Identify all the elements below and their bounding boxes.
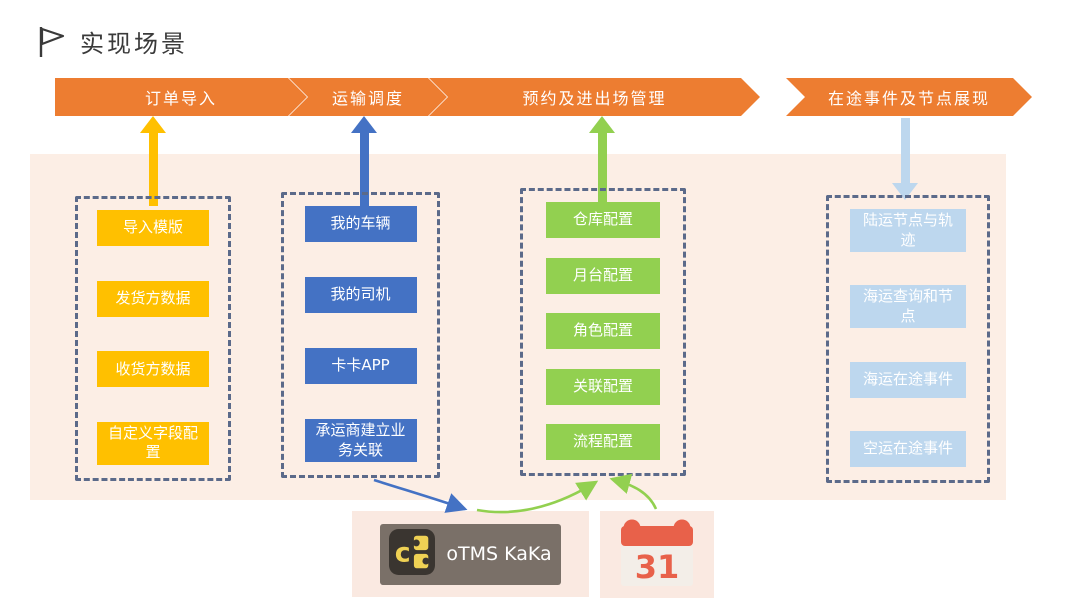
- banner-step-label: 在途事件及节点展现: [827, 89, 990, 108]
- svg-text:c: c: [395, 538, 411, 569]
- flag-icon: [36, 25, 66, 59]
- up-arrow-yellow-icon: [139, 116, 167, 206]
- item-box: 收货方数据: [97, 351, 209, 388]
- item-box: 我的车辆: [304, 206, 417, 242]
- banner-step-in-transit: 在途事件及节点展现: [786, 78, 1032, 116]
- page-title: 实现场景: [80, 30, 188, 58]
- kaka-app-card: c oTMS KaKa: [352, 511, 589, 597]
- column-order-import: 导入模版 发货方数据 收货方数据 自定义字段配置: [75, 196, 231, 481]
- item-box: 海运查询和节点: [850, 285, 966, 329]
- banner-step-label: 预约及进出场管理: [522, 89, 667, 108]
- item-box: 承运商建立业务关联: [304, 419, 417, 462]
- calendar-day: 31: [635, 548, 680, 586]
- column-appointment-gate: 仓库配置 月台配置 角色配置 关联配置 流程配置: [520, 188, 686, 476]
- item-box: 发货方数据: [97, 280, 209, 317]
- item-box: 导入模版: [97, 210, 209, 246]
- item-box: 海运在途事件: [850, 361, 966, 398]
- item-box: 角色配置: [546, 313, 660, 349]
- item-box: 自定义字段配置: [97, 421, 209, 465]
- calendar-icon: 31: [618, 517, 696, 593]
- item-box: 我的司机: [304, 277, 417, 313]
- item-box: 月台配置: [546, 257, 660, 294]
- item-box: 流程配置: [546, 424, 660, 460]
- column-in-transit: 陆运节点与轨迹 海运查询和节点 海运在途事件 空运在途事件: [826, 195, 990, 483]
- calendar-card: 31: [600, 511, 714, 598]
- item-box: 卡卡APP: [304, 348, 417, 384]
- up-arrow-blue-icon: [350, 116, 378, 206]
- item-box: 空运在途事件: [850, 430, 966, 467]
- down-arrow-lightblue-icon: [891, 118, 919, 200]
- banner-step-transport-dispatch: 运输调度: [289, 78, 447, 116]
- banner-step-label: 运输调度: [331, 89, 404, 108]
- up-arrow-green-icon: [588, 116, 616, 206]
- item-box: 仓库配置: [546, 202, 660, 238]
- banner-step-label: 订单导入: [144, 89, 217, 108]
- item-box: 陆运节点与轨迹: [850, 209, 966, 252]
- item-box: 关联配置: [546, 368, 660, 405]
- banner-step-appointment-gate: 预约及进出场管理: [429, 78, 760, 116]
- banner-step-order-import: 订单导入: [55, 78, 307, 116]
- kaka-app-label: oTMS KaKa: [446, 543, 552, 565]
- column-transport-dispatch: 我的车辆 我的司机 卡卡APP 承运商建立业务关联: [281, 192, 440, 478]
- kaka-app-badge: c oTMS KaKa: [380, 523, 561, 585]
- title-row: 实现场景: [36, 24, 188, 59]
- kaka-app-icon: c: [389, 529, 436, 579]
